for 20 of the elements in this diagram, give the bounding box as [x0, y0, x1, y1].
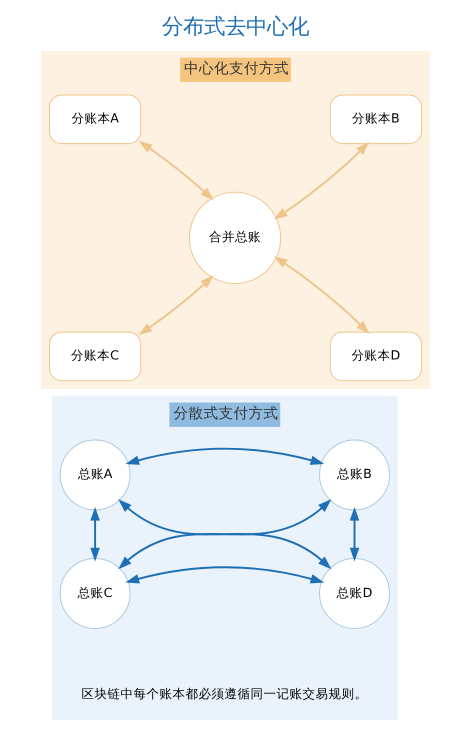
- node-box: 分账本D: [329, 332, 422, 382]
- node-circle: 总账C: [59, 558, 130, 629]
- node-circle: 合并总账: [188, 192, 281, 284]
- node-box: 分账本B: [329, 94, 422, 144]
- arrow: [273, 256, 369, 334]
- arrow: [138, 275, 214, 335]
- node-circle: 总账D: [318, 558, 390, 629]
- arrow: [138, 140, 214, 200]
- arrow: [349, 506, 359, 562]
- node-circle: 总账B: [318, 439, 390, 510]
- diagram-title: 分布式去中心化: [162, 14, 308, 40]
- node-circle: 总账A: [59, 439, 130, 510]
- node-box: 分账本C: [48, 332, 141, 382]
- node-box: 分账本A: [48, 94, 141, 144]
- arrow: [90, 506, 100, 562]
- arrow: [124, 448, 324, 465]
- arrow: [273, 142, 369, 220]
- arrow: [124, 566, 324, 584]
- arrow: [118, 499, 331, 570]
- label: 区块链中每个账本都必须遵循同一记账交易规则。: [80, 686, 367, 701]
